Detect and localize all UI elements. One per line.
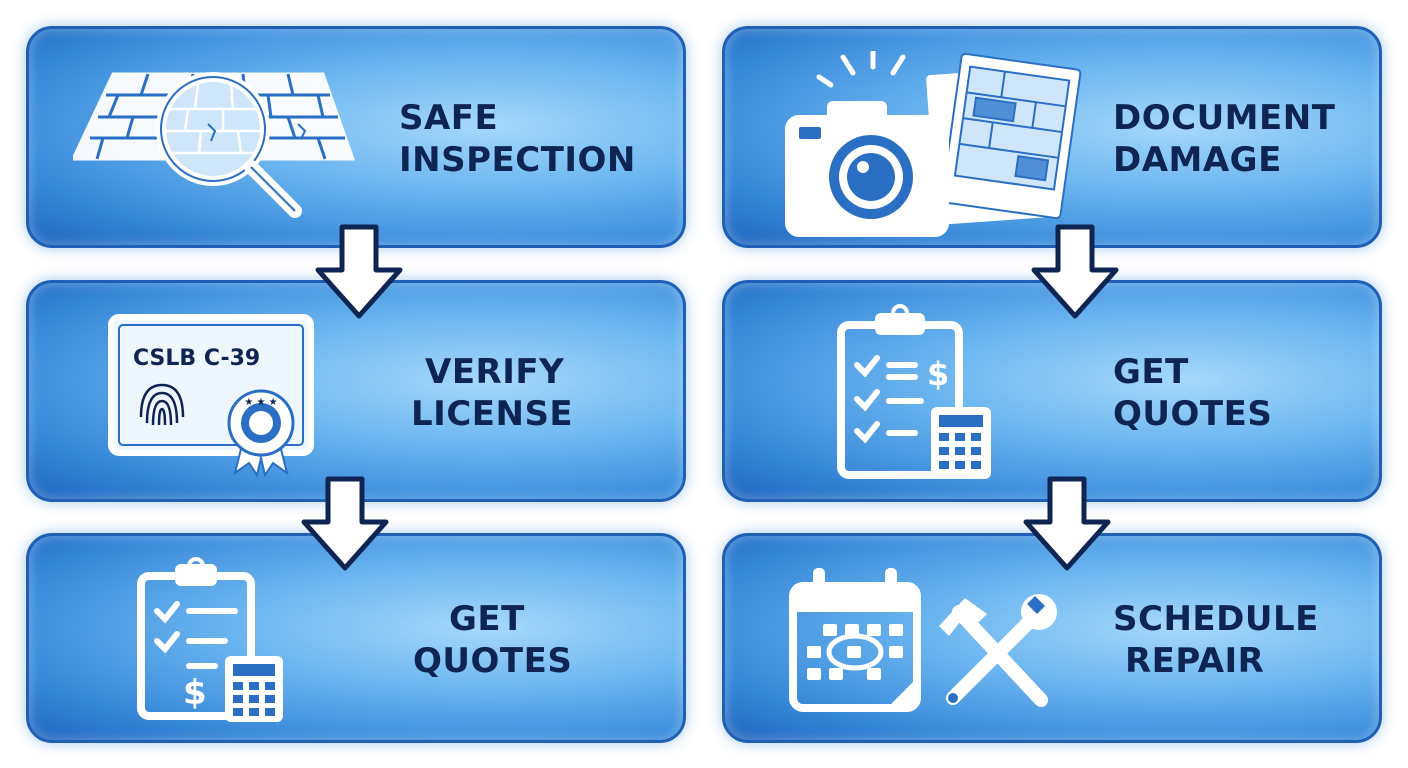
step-label-line1: SCHEDULE bbox=[1113, 599, 1319, 639]
step-label-get-quotes-left: GET QUOTES bbox=[413, 598, 572, 682]
step-label-line2: QUOTES bbox=[1113, 394, 1273, 434]
step-label-line1: VERIFY bbox=[425, 352, 565, 392]
step-label-line1: GET bbox=[1113, 352, 1189, 392]
clipboard-calculator-icon: $ bbox=[837, 304, 991, 479]
step-label-line2: QUOTES bbox=[413, 641, 573, 681]
svg-text:$: $ bbox=[183, 673, 207, 713]
down-arrow-icon bbox=[1023, 476, 1111, 571]
step-label-line1: DOCUMENT bbox=[1113, 98, 1336, 138]
step-label-line2: INSPECTION bbox=[399, 140, 636, 180]
step-label-get-quotes-right: GET QUOTES bbox=[1113, 351, 1272, 435]
step-label-schedule-repair: SCHEDULE REPAIR bbox=[1113, 598, 1319, 682]
award-seal-icon: ★ ★ ★ bbox=[227, 389, 295, 478]
clipboard-calculator-icon: $ bbox=[137, 557, 283, 722]
down-arrow-icon bbox=[1031, 224, 1119, 319]
step-card-get-quotes-left: $ GET QUOTES bbox=[26, 533, 686, 743]
camera-photos-icon bbox=[785, 51, 1082, 237]
step-label-line2: DAMAGE bbox=[1113, 140, 1282, 180]
fingerprint-icon bbox=[139, 383, 185, 426]
step-label-line1: GET bbox=[449, 599, 525, 639]
step-card-verify-license: CSLB C-39 ★ ★ ★ VERIFY LICENSE bbox=[26, 280, 686, 502]
step-label-safe-inspection: SAFE INSPECTION bbox=[399, 97, 636, 181]
step-label-line2: LICENSE bbox=[411, 394, 574, 434]
down-arrow-icon bbox=[315, 224, 403, 319]
step-card-schedule-repair: SCHEDULE REPAIR bbox=[722, 533, 1382, 743]
svg-text:★ ★ ★: ★ ★ ★ bbox=[244, 397, 277, 408]
step-card-document-damage: DOCUMENT DAMAGE bbox=[722, 26, 1382, 248]
step-label-line1: SAFE bbox=[399, 98, 499, 138]
calendar-icon bbox=[789, 568, 921, 712]
certificate-text: CSLB C-39 bbox=[133, 346, 260, 371]
down-arrow-icon bbox=[301, 476, 389, 571]
hammer-wrench-icon bbox=[939, 594, 1057, 707]
step-card-get-quotes-right: $ GET QUOTES bbox=[722, 280, 1382, 502]
step-card-safe-inspection: SAFE INSPECTION bbox=[26, 26, 686, 248]
step-label-line2: REPAIR bbox=[1125, 641, 1265, 681]
license-certificate-icon: CSLB C-39 ★ ★ ★ bbox=[108, 314, 314, 478]
magnifier-over-roof-tiles-icon bbox=[73, 72, 356, 218]
svg-text:$: $ bbox=[927, 355, 949, 393]
step-label-document-damage: DOCUMENT DAMAGE bbox=[1113, 97, 1335, 181]
step-label-verify-license: VERIFY LICENSE bbox=[411, 351, 573, 435]
